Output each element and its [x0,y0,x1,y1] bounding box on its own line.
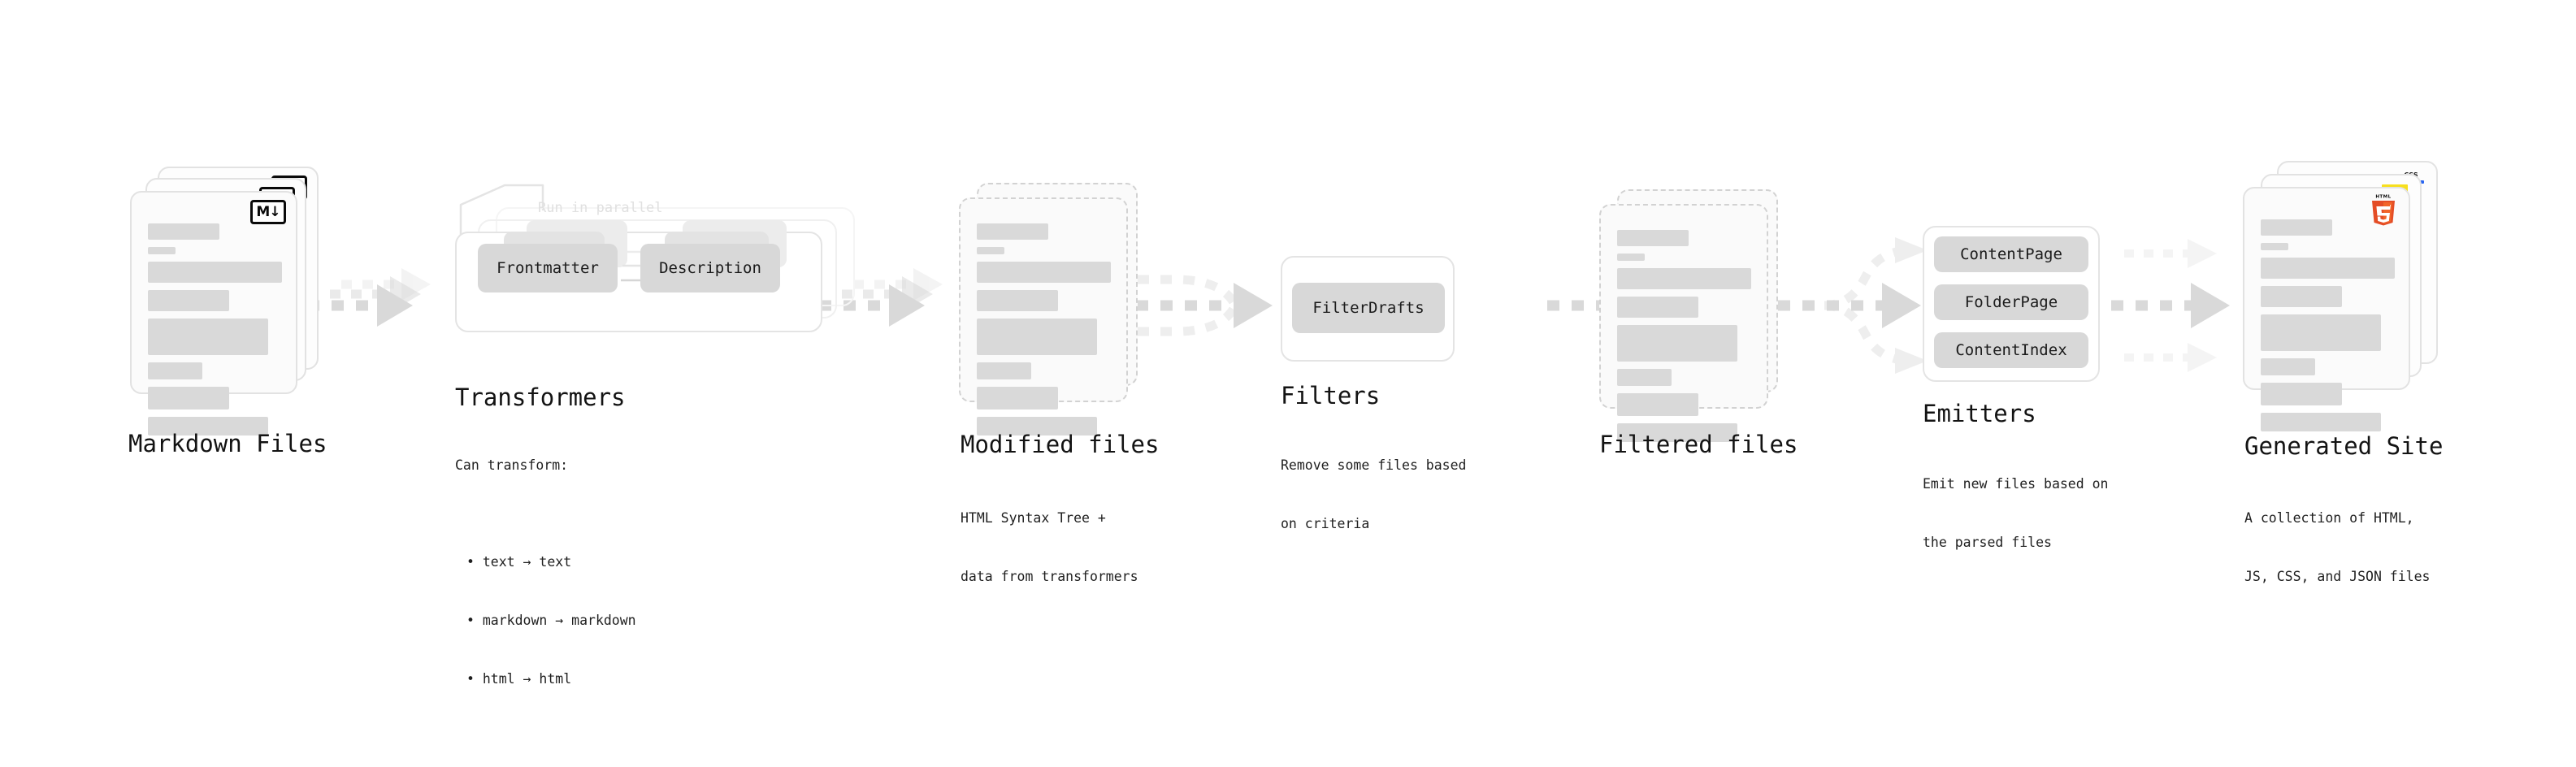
modified-files-subtitle-line: HTML Syntax Tree + [961,509,1106,526]
modified-files-subtitle: HTML Syntax Tree + data from transformer… [961,470,1138,625]
doc-line [1617,423,1737,442]
transformer-chip-description[interactable]: Description [640,244,780,292]
transformers-subtitle: Can transform: • text → text • markdown … [455,417,636,767]
doc-line [1617,254,1645,261]
run-in-parallel-label: Run in parallel [538,200,663,216]
generated-site-stack: CSS HTML [2243,161,2454,431]
doc-line [2261,219,2332,236]
doc-line [1617,230,1689,246]
doc-line [148,362,202,379]
doc-line [1617,369,1672,386]
transformers-subtitle-head: Can transform: [455,457,569,473]
transformers-bullet: • text → text [466,554,572,570]
markdown-card-front: M↓ [130,191,297,436]
generated-site-subtitle: A collection of HTML, JS, CSS, and JSON … [2244,470,2430,625]
emitters-title: Emitters [1923,400,2036,427]
doc-placeholder-lines [2261,219,2395,439]
emitters-group: ContentPage FolderPage ContentIndex [1923,226,2110,388]
doc-line [2261,286,2342,307]
transformers-bullet: • markdown → markdown [466,613,636,629]
modified-files-stack [959,183,1154,436]
emitter-chip-folderpage[interactable]: FolderPage [1934,284,2088,320]
filtered-files-stack [1599,189,1794,442]
emitters-subtitle-line: Emit new files based on [1923,475,2109,492]
doc-line [2261,243,2288,250]
doc-line [977,223,1048,240]
transformers-group: Frontmatter Description [455,207,861,353]
filtered-files-title: Filtered files [1599,431,1798,458]
doc-line [977,318,1097,355]
emitters-subtitle: Emit new files based on the parsed files [1923,436,2108,591]
html5-badge: HTML [2372,195,2395,226]
modified-card-front [959,197,1128,436]
filtered-card-front [1599,204,1768,442]
generated-site-subtitle-line: A collection of HTML, [2244,509,2414,526]
filters-subtitle: Remove some files based on criteria [1281,417,1466,572]
emitter-chip-contentpage[interactable]: ContentPage [1934,236,2088,272]
emitters-subtitle-line: the parsed files [1923,534,2052,550]
transformer-chip-frontmatter[interactable]: Frontmatter [478,244,618,292]
doc-line [1617,393,1698,416]
filters-group: FilterDrafts [1281,256,1459,362]
transformers-title: Transformers [455,384,626,411]
run-in-parallel-bracket [459,184,544,245]
generated-card-html: HTML [2243,187,2410,431]
filters-subtitle-line: on criteria [1281,515,1370,531]
markdown-files-title: Markdown Files [128,430,327,457]
modified-files-subtitle-line: data from transformers [961,568,1138,584]
svg-text:HTML: HTML [2375,195,2391,200]
doc-line [2261,358,2315,375]
doc-line [2261,383,2342,405]
conn-emitters-to-site [2111,239,2230,372]
doc-placeholder-lines [148,223,282,443]
conn-modified-to-filters [1136,275,1273,336]
doc-line [977,362,1031,379]
doc-line [977,290,1058,311]
doc-line [977,387,1058,410]
doc-placeholder-lines [977,223,1112,443]
doc-line [148,417,268,436]
doc-line [2261,258,2395,279]
filters-title: Filters [1281,382,1381,410]
modified-files-title: Modified files [961,431,1160,458]
transformers-bullet: • html → html [466,670,572,687]
doc-line [148,290,229,311]
generated-site-subtitle-line: JS, CSS, and JSON files [2244,568,2431,584]
doc-line [2261,413,2381,431]
filter-chip-filterdrafts[interactable]: FilterDrafts [1292,283,1445,333]
doc-line [148,223,219,240]
conn-filtered-to-emitters [1778,237,1928,374]
doc-line [148,318,268,355]
generated-site-title: Generated Site [2244,432,2444,460]
emitter-chip-contentindex[interactable]: ContentIndex [1934,332,2088,368]
transformers-bullets: • text → text • markdown → markdown • ht… [455,514,636,728]
doc-placeholder-lines [1617,230,1752,449]
conn-md-to-transformers [307,268,431,327]
pipeline-diagram: M↓ M↓ M↓ Markdown Files Frontm [128,161,2454,687]
markdown-badge: M↓ [250,200,286,224]
doc-line [148,387,229,410]
doc-line [1617,297,1698,318]
doc-line [1617,268,1751,289]
doc-line [148,247,176,254]
markdown-files-stack: M↓ M↓ M↓ [130,167,341,436]
doc-line [977,417,1097,436]
doc-line [2261,314,2381,351]
doc-line [977,262,1111,283]
filters-subtitle-line: Remove some files based [1281,457,1467,473]
doc-line [977,247,1004,254]
doc-line [148,262,282,283]
doc-line [1617,325,1737,362]
